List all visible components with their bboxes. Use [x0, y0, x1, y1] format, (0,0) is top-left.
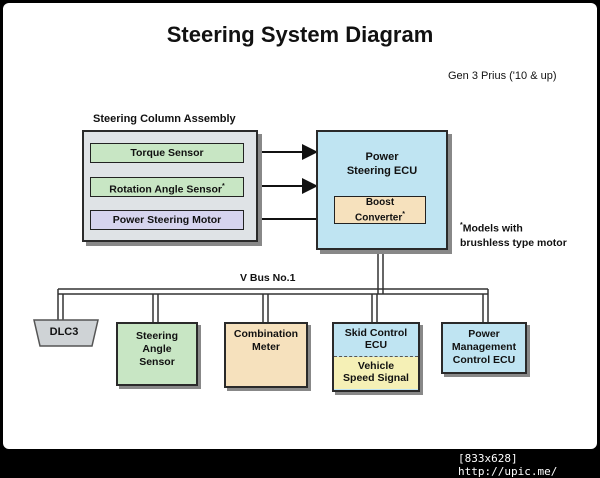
footnote: *Models with brushless type motor	[460, 219, 567, 250]
torque-sensor-box: Torque Sensor	[90, 143, 244, 163]
cm-line2: Meter	[251, 341, 280, 353]
vss-line1: Vehicle	[357, 360, 395, 372]
torque-sensor-label: Torque Sensor	[130, 147, 204, 159]
combination-meter-box: Combination Meter	[224, 322, 308, 388]
sas-line2: Angle	[142, 343, 172, 355]
vehicle-speed-signal-section: Vehicle Speed Signal	[334, 357, 418, 389]
footnote-mark: *	[222, 183, 225, 190]
pm-line2: Management	[451, 341, 517, 353]
power-steering-motor-box: Power Steering Motor	[90, 210, 244, 230]
dlc3-label: DLC3	[49, 326, 79, 338]
column-assembly-label: Steering Column Assembly	[93, 113, 236, 125]
boost-line1: Boost	[365, 197, 395, 208]
page-title: Steering System Diagram	[166, 22, 434, 47]
steering-angle-sensor-box: Steering Angle Sensor	[116, 322, 198, 386]
pm-line3: Control ECU	[452, 354, 516, 366]
v-bus	[57, 248, 489, 322]
ecu-label-line1: Power	[365, 151, 399, 163]
rotation-angle-sensor-box: Rotation Angle Sensor*	[90, 177, 244, 197]
v-bus-label: V Bus No.1	[240, 272, 296, 284]
skid-control-ecu-section: Skid Control ECU	[334, 324, 418, 357]
skid-control-ecu-box: Skid Control ECU Vehicle Speed Signal	[332, 322, 420, 392]
skid-line2: ECU	[364, 339, 388, 351]
boost-line2: Converter	[355, 212, 403, 224]
footnote-mark: *	[402, 211, 405, 218]
power-steering-ecu-label: Power Steering ECU	[318, 150, 446, 178]
model-subtitle: Gen 3 Prius ('10 & up)	[448, 70, 557, 82]
boost-converter-box: Boost Converter*	[334, 196, 426, 224]
ecu-label-line2: Steering ECU	[346, 165, 418, 177]
image-footer: [833x628] http://upic.me/	[458, 452, 558, 478]
power-steering-ecu-box	[316, 130, 448, 250]
power-management-ecu-box: Power Management Control ECU	[441, 322, 527, 374]
footnote-mark: *	[460, 222, 463, 229]
rotation-angle-sensor-label: Rotation Angle Sensor	[109, 183, 223, 196]
footnote-line1: Models with	[462, 222, 523, 235]
skid-line1: Skid Control	[344, 327, 408, 339]
sas-line1: Steering	[135, 330, 178, 342]
vss-line2: Speed Signal	[343, 372, 409, 384]
cm-line1: Combination	[233, 328, 299, 340]
dlc3-connector-shape	[33, 319, 99, 347]
power-steering-motor-label: Power Steering Motor	[112, 214, 222, 226]
sas-line3: Sensor	[139, 356, 175, 368]
footnote-line2: brushless type motor	[460, 236, 567, 249]
pm-line1: Power	[468, 328, 500, 340]
